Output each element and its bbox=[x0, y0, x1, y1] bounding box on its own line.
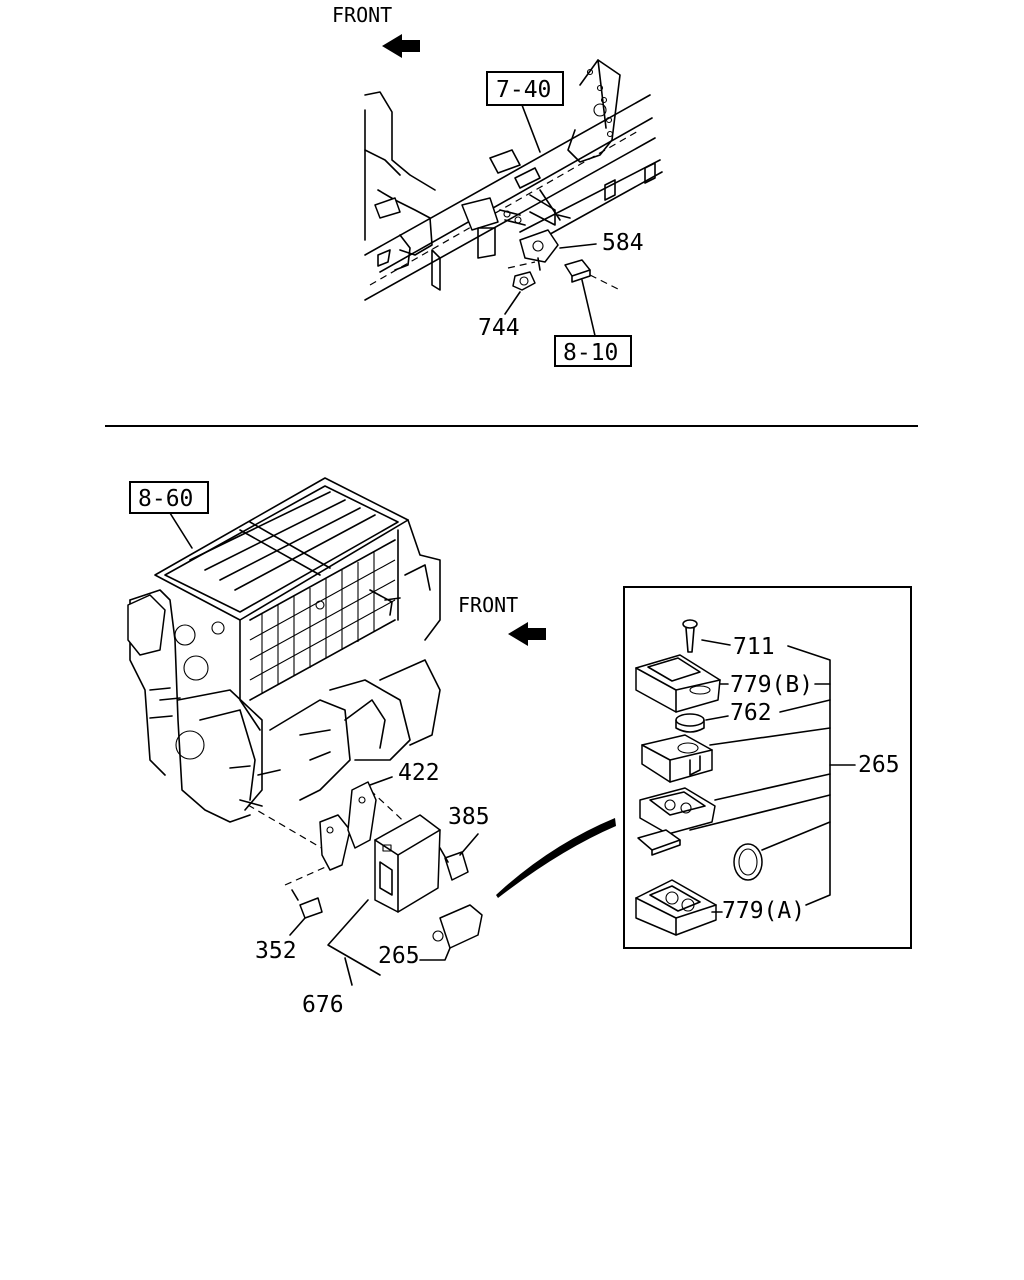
top-section: FRONT 7-40 bbox=[332, 3, 663, 367]
part-352-label: 352 bbox=[255, 938, 297, 964]
ref-box-8-10[interactable] bbox=[554, 335, 632, 367]
ref-8-10-label: 8-10 bbox=[563, 340, 618, 366]
battery-ring[interactable] bbox=[733, 843, 763, 881]
detail-panel: 711 779(B) 762 bbox=[623, 586, 912, 949]
circuit-board[interactable] bbox=[639, 787, 716, 835]
detail-callout-wedge bbox=[496, 818, 616, 898]
part-676-label: 676 bbox=[302, 992, 344, 1018]
ref-box-8-60[interactable] bbox=[129, 481, 209, 514]
top-front-arrow-icon bbox=[382, 34, 420, 58]
control-module[interactable] bbox=[374, 814, 441, 913]
detail-762-label: 762 bbox=[730, 700, 772, 726]
part-676-leader bbox=[327, 899, 381, 986]
part-265-label: 265 bbox=[378, 943, 420, 969]
bottom-front-label: FRONT bbox=[458, 593, 518, 617]
cross-member-beam bbox=[364, 59, 663, 301]
detail-779b-label: 779(B) bbox=[730, 672, 813, 698]
detail-779a-label: 779(A) bbox=[722, 898, 805, 924]
bottom-front-arrow-icon bbox=[508, 622, 546, 646]
detail-265-label: 265 bbox=[858, 752, 900, 778]
part-762-button[interactable] bbox=[675, 713, 729, 733]
ref-box-7-40[interactable] bbox=[486, 71, 564, 106]
part-779b-cover[interactable] bbox=[635, 654, 729, 713]
detail-711-label: 711 bbox=[733, 634, 775, 660]
bottom-section: 8-60 bbox=[127, 477, 912, 1018]
hvac-unit bbox=[127, 477, 441, 823]
part-779a-case[interactable] bbox=[635, 879, 723, 936]
connector-8-10[interactable] bbox=[564, 259, 621, 341]
detail-leader-lines bbox=[689, 645, 856, 906]
part-584-label: 584 bbox=[602, 230, 644, 256]
part-385-label: 385 bbox=[448, 804, 490, 830]
part-744-nut[interactable] bbox=[504, 261, 536, 315]
part-265-key-fob[interactable] bbox=[419, 904, 483, 961]
ref-8-60-label: 8-60 bbox=[138, 486, 193, 512]
part-584-bracket[interactable] bbox=[519, 229, 597, 271]
top-front-label: FRONT bbox=[332, 3, 392, 27]
part-422-label: 422 bbox=[398, 760, 440, 786]
part-744-label: 744 bbox=[478, 315, 520, 341]
small-board[interactable] bbox=[637, 829, 681, 856]
inner-case[interactable] bbox=[641, 734, 713, 783]
part-422-bracket[interactable] bbox=[319, 776, 393, 871]
ref-7-40-label: 7-40 bbox=[496, 77, 551, 103]
part-352-screw[interactable] bbox=[289, 889, 323, 936]
part-385-bolt[interactable] bbox=[439, 833, 479, 881]
part-711-screw[interactable] bbox=[682, 619, 731, 653]
